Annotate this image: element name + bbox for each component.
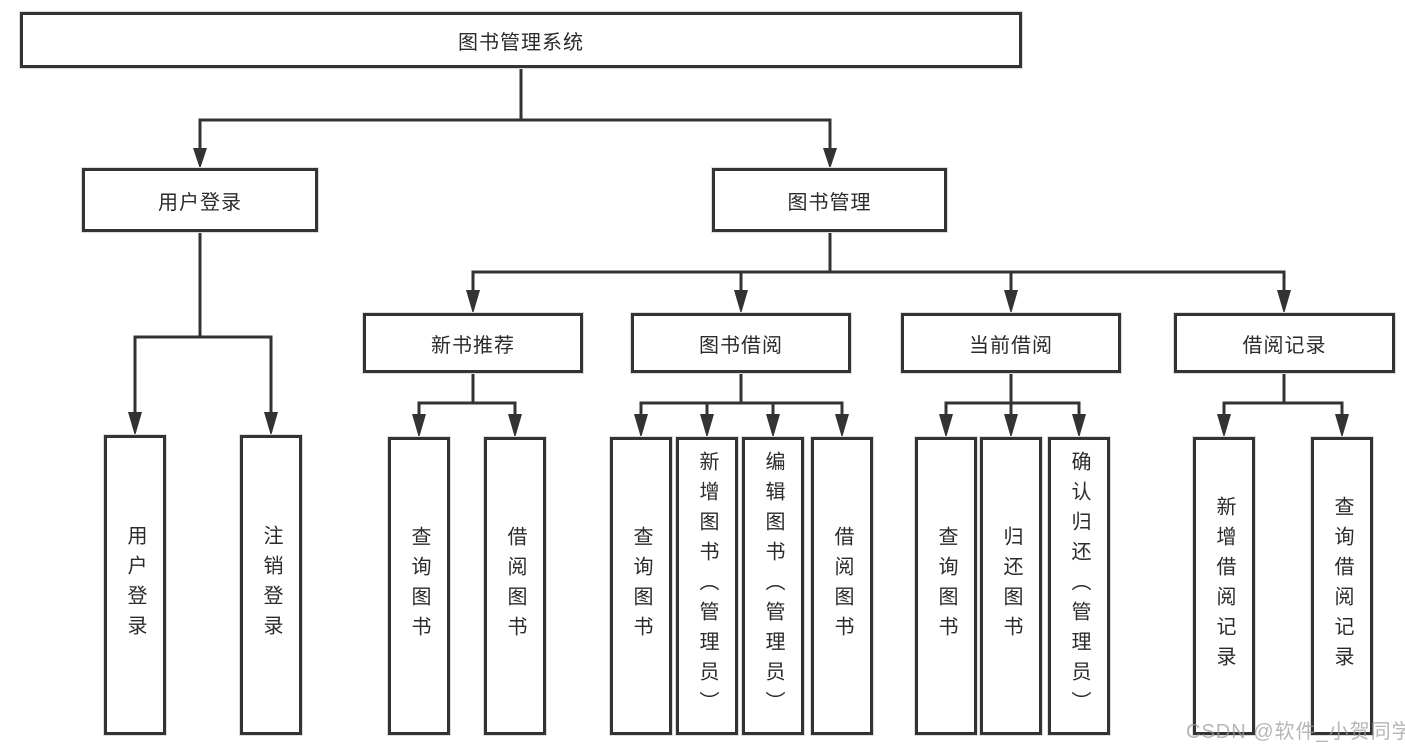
arrow-down-icon [835,414,849,438]
connector-borrow-to-leaves [634,373,849,438]
node-borrowing-records: 借阅记录 [1174,313,1395,373]
arrow-down-icon [1335,414,1349,438]
leaf-query-borrow-record: 查询借阅记录 [1311,437,1373,735]
arrow-down-icon [734,290,748,314]
node-book-borrowing: 图书借阅 [631,313,851,373]
arrow-down-icon [700,414,714,438]
arrow-down-icon [1217,414,1231,438]
node-current-borrowing: 当前借阅 [901,313,1121,373]
arrow-down-icon [264,412,278,436]
leaf-logout: 注销登录 [240,435,302,735]
arrow-down-icon [412,414,426,438]
arrow-down-icon [823,148,837,169]
arrow-down-icon [1277,290,1291,314]
leaf-confirm-return-admin: 确认归还（管理员） [1048,437,1110,735]
arrow-down-icon [1004,414,1018,438]
leaf-add-borrow-record: 新增借阅记录 [1193,437,1255,735]
leaf-add-books-admin: 新增图书（管理员） [676,437,738,735]
connector-login-to-leaves [128,232,278,436]
connector-records-to-leaves [1217,373,1349,438]
arrow-down-icon [1072,414,1086,438]
node-book-management: 图书管理 [712,168,947,232]
leaf-query-books-borrow: 查询图书 [610,437,672,735]
leaf-edit-books-admin: 编辑图书（管理员） [742,437,804,735]
csdn-watermark: CSDN @软件_小贺同学 [1186,721,1405,743]
leaf-borrow-books: 借阅图书 [811,437,873,735]
arrow-down-icon [1004,290,1018,314]
arrow-down-icon [939,414,953,438]
connector-current-to-leaves [939,373,1086,438]
leaf-user-login: 用户登录 [104,435,166,735]
connector-management-to-level3 [466,232,1291,314]
node-library-management-system: 图书管理系统 [20,12,1022,68]
node-user-login: 用户登录 [82,168,318,232]
arrow-down-icon [128,412,142,436]
leaf-borrow-books-newbook: 借阅图书 [484,437,546,735]
leaf-query-books-current: 查询图书 [915,437,977,735]
leaf-return-books: 归还图书 [980,437,1042,735]
arrow-down-icon [508,414,522,438]
arrow-down-icon [466,290,480,314]
node-new-book-recommendation: 新书推荐 [363,313,583,373]
connector-root-to-level2 [193,68,837,169]
arrow-down-icon [634,414,648,438]
connector-newbook-to-leaves [412,373,522,438]
leaf-query-books-newbook: 查询图书 [388,437,450,735]
arrow-down-icon [193,148,207,169]
arrow-down-icon [766,414,780,438]
